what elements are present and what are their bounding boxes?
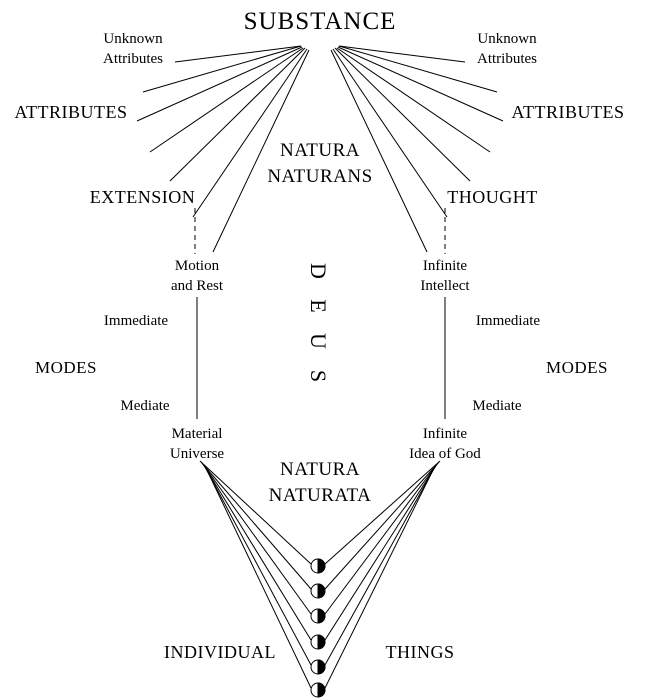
individual-thing-node (310, 659, 326, 675)
infinite-intellect-line1: Infinite (422, 258, 468, 274)
individual-thing-nodes (310, 558, 326, 698)
natura-naturans-line2: NATURANS (267, 165, 373, 187)
individual-thing-node (310, 634, 326, 650)
unknown-attributes-left-line1: Unknown (103, 31, 163, 47)
unknown-attributes-right-line2: Attributes (477, 50, 537, 67)
individual-label: INDIVIDUAL (164, 642, 276, 662)
deus-letter-d: D (306, 263, 331, 279)
immediate-left-label: Immediate (103, 313, 169, 329)
modes-left-label: MODES (34, 358, 97, 377)
infinite-idea-of-god-line2: Idea of God (409, 445, 481, 462)
extension-label: EXTENSION (89, 187, 196, 207)
natura-naturata-line1: NATURA (279, 459, 361, 480)
substance-title: SUBSTANCE (243, 8, 397, 35)
motion-and-rest-line2: and Rest (170, 277, 224, 294)
mediate-left-label: Mediate (120, 398, 170, 414)
unknown-attributes-left-line2: Attributes (103, 50, 163, 67)
dashed-connectors (194, 208, 446, 254)
material-universe-line2: Universe (169, 445, 225, 462)
natura-naturans-line1: NATURA (279, 140, 361, 161)
unknown-attributes-left-label: Unknown Attributes (73, 30, 193, 69)
natura-naturata-label: NATURA NATURATA (230, 457, 410, 508)
individual-thing-node (310, 583, 326, 599)
bottom-right-fan-lines (324, 460, 441, 689)
left-fan-lines (136, 45, 310, 253)
material-universe-label: Material Universe (137, 425, 257, 464)
bottom-left-fan-lines (199, 460, 312, 689)
modes-right-label: MODES (545, 358, 608, 377)
deus-letter-s: S (306, 369, 331, 383)
infinite-idea-of-god-line1: Infinite (422, 426, 468, 442)
deus-letter-u: U (306, 333, 331, 349)
individual-thing-node (310, 558, 326, 574)
right-fan-lines (330, 45, 504, 253)
infinite-idea-of-god-label: Infinite Idea of God (385, 425, 505, 464)
mode-lines (196, 297, 446, 419)
attributes-left-label: ATTRIBUTES (14, 102, 128, 122)
motion-and-rest-line1: Motion (174, 258, 220, 274)
individual-thing-node (310, 682, 326, 698)
natura-naturans-label: NATURA NATURANS (230, 138, 410, 189)
material-universe-line1: Material (171, 426, 223, 442)
thought-label: THOUGHT (447, 187, 538, 207)
infinite-intellect-line2: Intellect (420, 277, 470, 294)
mediate-right-label: Mediate (472, 398, 522, 414)
unknown-attributes-right-label: Unknown Attributes (447, 30, 567, 69)
things-label: THINGS (385, 642, 455, 662)
infinite-intellect-label: Infinite Intellect (385, 257, 505, 296)
deus-letter-e: E (306, 299, 331, 313)
natura-naturata-line2: NATURATA (268, 484, 372, 506)
unknown-attributes-right-line1: Unknown (477, 31, 537, 47)
immediate-right-label: Immediate (475, 313, 541, 329)
attributes-right-label: ATTRIBUTES (511, 102, 625, 122)
individual-thing-node (310, 608, 326, 624)
motion-and-rest-label: Motion and Rest (137, 257, 257, 296)
